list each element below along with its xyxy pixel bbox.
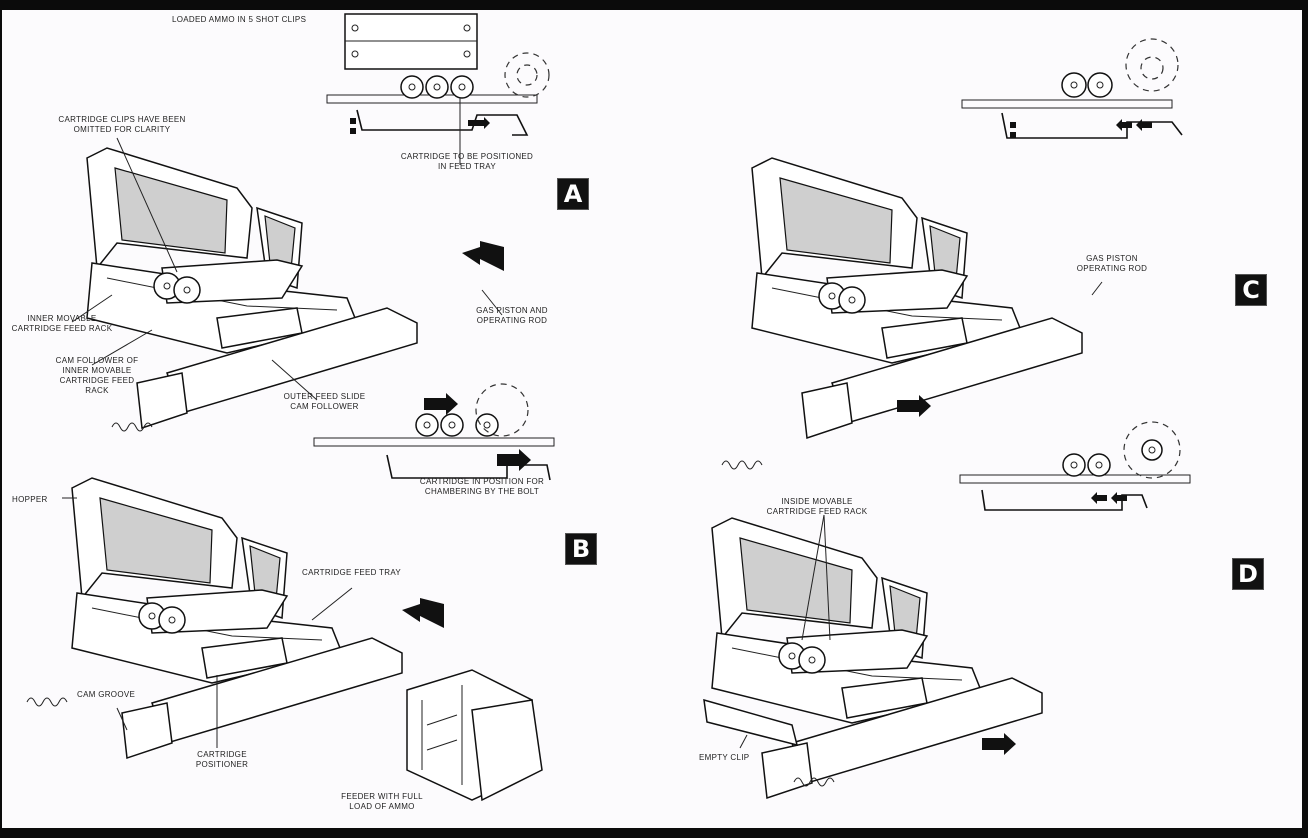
ammo-clips-box — [344, 13, 478, 70]
feeder-illustration — [406, 669, 543, 802]
label-feeder: FEEDER WITH FULL LOAD OF AMMO — [341, 792, 423, 811]
label-to-be-positioned: CARTRIDGE TO BE POSITIONED IN FEED TRAY — [400, 152, 534, 171]
label-clips-omitted: CARTRIDGE CLIPS HAVE BEEN OMITTED FOR CL… — [58, 115, 186, 134]
panel-badge-a: A — [557, 178, 589, 210]
receiver-panel-b — [71, 477, 403, 759]
label-gas-piston-c: GAS PISTON OPERATING ROD — [1076, 254, 1148, 273]
feed-schematic-a-bottom — [313, 383, 555, 481]
label-feed-tray: CARTRIDGE FEED TRAY — [302, 568, 402, 577]
label-outer-feed-slide: OUTER FEED SLIDE CAM FOLLOWER — [283, 392, 366, 411]
mechanism-line-art — [26, 13, 1191, 802]
label-hopper: HOPPER — [12, 495, 48, 504]
label-inside-feed-rack: INSIDE MOVABLE CARTRIDGE FEED RACK — [766, 497, 868, 516]
receiver-panel-c — [751, 157, 1083, 439]
label-loaded-ammo: LOADED AMMO IN 5 SHOT CLIPS — [172, 15, 307, 24]
empty-clip-illustration — [703, 698, 799, 747]
label-in-position: CARTRIDGE IN POSITION FOR CHAMBERING BY … — [419, 477, 545, 496]
feed-schematic-c-top — [961, 38, 1183, 139]
feed-schematic-c-bottom — [959, 421, 1191, 511]
label-cam-follower: CAM FOLLOWER OF INNER MOVABLE CARTRIDGE … — [55, 356, 139, 395]
label-cartridge-positioner: CARTRIDGE POSITIONER — [195, 750, 249, 769]
panel-badge-b: B — [565, 533, 597, 565]
panel-badge-c: C — [1235, 274, 1267, 306]
label-cam-groove: CAM GROOVE — [77, 690, 136, 699]
diagram-sheet: LOADED AMMO IN 5 SHOT CLIPS CARTRIDGE CL… — [2, 10, 1302, 828]
feed-schematic-a-top — [326, 52, 550, 165]
receiver-panel-d — [711, 517, 1043, 799]
label-inner-feed-rack: INNER MOVABLE CARTRIDGE FEED RACK — [11, 314, 113, 333]
label-empty-clip: EMPTY CLIP — [699, 753, 750, 762]
panel-badge-d: D — [1232, 558, 1264, 590]
label-gas-piston-a: GAS PISTON AND OPERATING ROD — [476, 306, 548, 325]
